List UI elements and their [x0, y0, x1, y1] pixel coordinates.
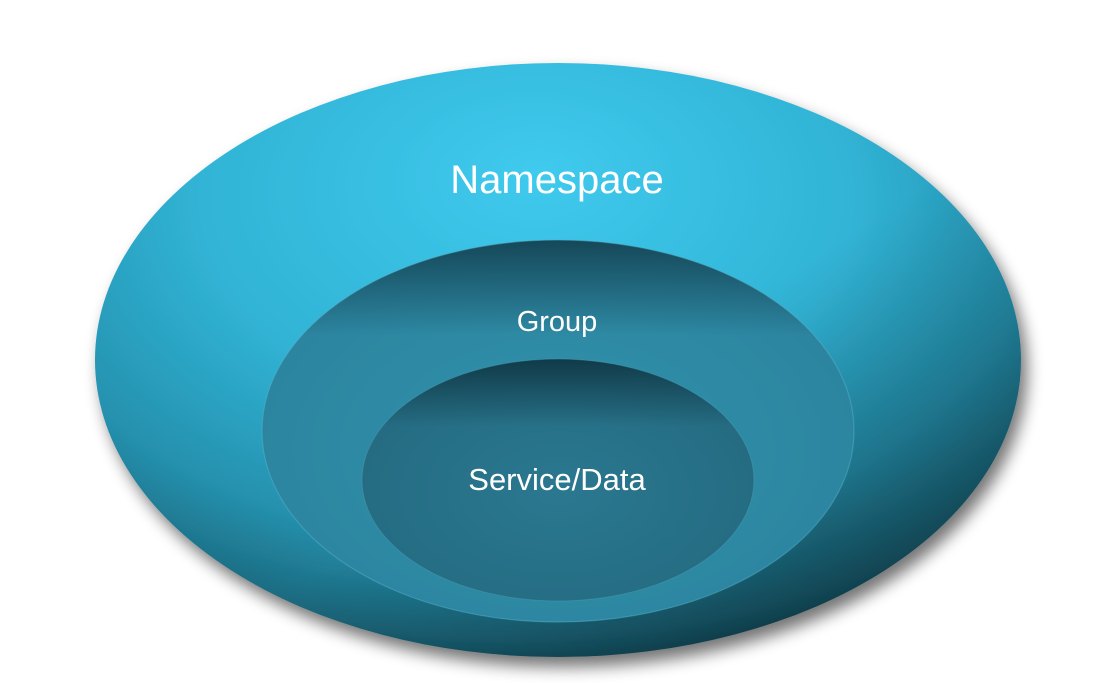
- service-data-ellipse: [361, 358, 755, 602]
- service-data-label: Service/Data: [468, 462, 646, 497]
- group-label: Group: [517, 306, 598, 338]
- namespace-label: Namespace: [450, 158, 663, 202]
